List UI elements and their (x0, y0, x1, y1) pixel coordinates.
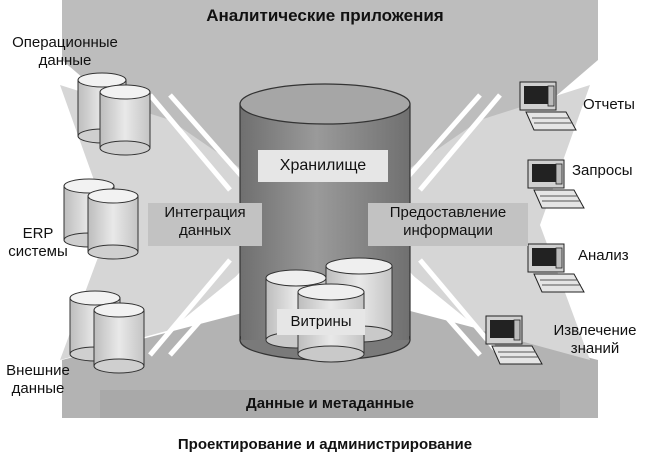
consumer-label-queries: Запросы (572, 162, 633, 179)
source-cylinder (93, 302, 145, 374)
source-cylinder (99, 84, 151, 156)
computer-icon (485, 315, 543, 365)
computer-icon (519, 81, 577, 131)
bottom-banner-title: Данные и метаданные (246, 395, 414, 412)
integration-label: Интеграция данных (148, 203, 262, 246)
source-cylinder (87, 188, 139, 260)
marts-label: Витрины (277, 309, 365, 335)
bottom-banner-bg (100, 390, 560, 418)
consumer-label-mining: Извлечение знаний (553, 322, 637, 357)
computer-icon (527, 243, 585, 293)
consumer-label-reports: Отчеты (583, 96, 635, 113)
source-label-external: Внешние данные (6, 362, 70, 397)
source-label-operational: Операционные данные (12, 34, 118, 69)
delivery-label: Предоставление информации (368, 203, 528, 246)
consumer-label-analysis: Анализ (578, 247, 629, 264)
computer-icon (527, 159, 585, 209)
warehouse-label: Хранилище (258, 150, 388, 182)
source-label-erp: ERP системы (8, 225, 68, 260)
footer-title: Проектирование и администрирование (177, 436, 473, 453)
top-banner-title: Аналитические приложения (206, 6, 444, 25)
